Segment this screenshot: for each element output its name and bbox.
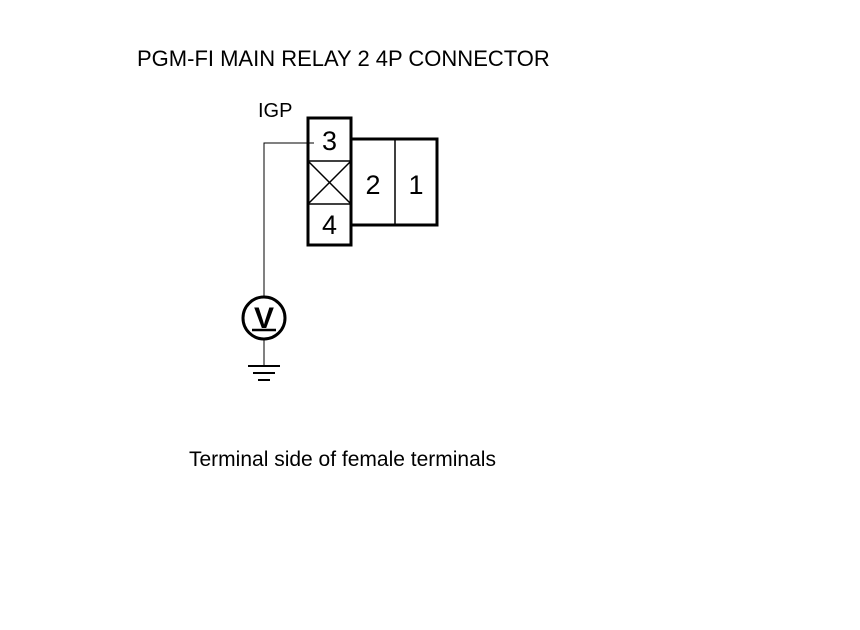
connector-left-column bbox=[306, 116, 353, 247]
pin-number-4: 4 bbox=[322, 210, 337, 240]
ground-icon bbox=[248, 365, 280, 381]
connector-right-body bbox=[349, 137, 439, 227]
pin-number-1: 1 bbox=[408, 170, 423, 200]
meter-symbol: V bbox=[254, 302, 274, 335]
wire-label-igp: IGP bbox=[258, 100, 292, 122]
connector-4p bbox=[306, 116, 439, 247]
voltmeter-icon: V bbox=[241, 295, 287, 341]
probe-wire bbox=[263, 142, 314, 296]
pin-number-2: 2 bbox=[365, 170, 380, 200]
pin-number-3: 3 bbox=[322, 126, 337, 156]
diagram-title: PGM-FI MAIN RELAY 2 4P CONNECTOR bbox=[137, 46, 550, 71]
unused-cavity-cross bbox=[307, 160, 352, 205]
diagram-caption: Terminal side of female terminals bbox=[189, 448, 496, 471]
